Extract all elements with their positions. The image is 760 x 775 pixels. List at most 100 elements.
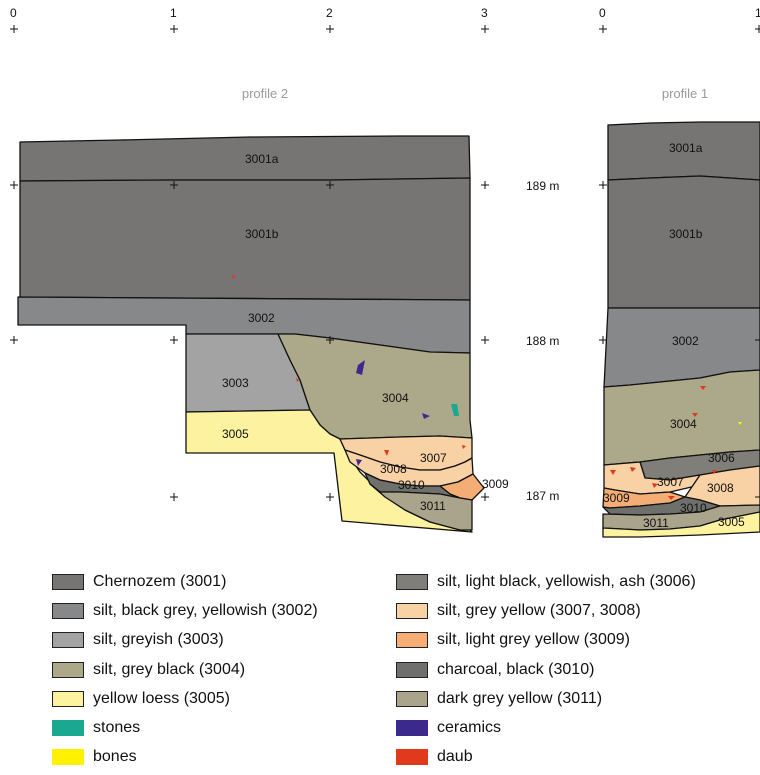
profile2 bbox=[17, 135, 485, 533]
p2-label-3011: 3011 bbox=[420, 499, 446, 513]
profile1-title: profile 1 bbox=[662, 86, 708, 101]
legend-swatch bbox=[52, 749, 84, 765]
legend-item: silt, grey yellow (3007, 3008) bbox=[396, 601, 641, 621]
legend-swatch bbox=[52, 574, 84, 590]
legend-label: ceramics bbox=[437, 719, 502, 736]
scale-tick-p1-0: 0 bbox=[599, 6, 606, 20]
scale-bar-profile2: 0 1 2 3 0 1 bbox=[10, 6, 760, 33]
p1-label-3005: 3005 bbox=[718, 515, 745, 529]
legend-item: stones bbox=[52, 718, 140, 738]
legend-swatch bbox=[396, 662, 428, 678]
layer-3011 bbox=[369, 483, 473, 531]
ceramics-find bbox=[356, 360, 365, 375]
p1-label-3002: 3002 bbox=[672, 334, 699, 348]
legend-swatch bbox=[52, 720, 84, 736]
legend-swatch bbox=[396, 691, 428, 707]
legend-swatch bbox=[396, 749, 428, 765]
profile2-finds bbox=[232, 275, 466, 466]
profile1-finds bbox=[610, 386, 742, 500]
legend-item: silt, grey black (3004) bbox=[52, 660, 245, 680]
legend-item: charcoal, black (3010) bbox=[396, 660, 594, 680]
p1-label-3010: 3010 bbox=[680, 501, 707, 515]
legend-label: silt, light grey yellow (3009) bbox=[437, 631, 630, 648]
legend-label: silt, grey black (3004) bbox=[93, 661, 246, 678]
legend-item: dark grey yellow (3011) bbox=[396, 689, 602, 709]
p1-label-3004: 3004 bbox=[670, 417, 697, 431]
profile-drawing: 0 1 2 3 0 1 profile 2 profile 1 bbox=[10, 6, 760, 538]
daub-find bbox=[668, 496, 675, 500]
legend-label: daub bbox=[437, 748, 473, 765]
legend-label: silt, grey yellow (3007, 3008) bbox=[437, 602, 641, 619]
stones-find bbox=[451, 404, 459, 416]
legend-label: Chernozem (3001) bbox=[93, 573, 227, 590]
p2-label-3004: 3004 bbox=[382, 391, 409, 405]
legend-item: daub bbox=[396, 747, 473, 767]
legend-label: yellow loess (3005) bbox=[93, 690, 230, 707]
scale-tick-p1-1: 1 bbox=[755, 6, 760, 20]
p2-label-3002: 3002 bbox=[248, 311, 275, 325]
daub-find bbox=[296, 378, 299, 382]
legend-label: dark grey yellow (3011) bbox=[437, 690, 603, 707]
daub-find bbox=[462, 445, 466, 449]
p1-label-3009: 3009 bbox=[603, 491, 630, 505]
daub-find bbox=[630, 467, 636, 472]
legend-swatch bbox=[52, 662, 84, 678]
daub-find bbox=[610, 470, 616, 475]
legend-label: charcoal, black (3010) bbox=[437, 661, 595, 678]
elevation-187: 187 m bbox=[526, 489, 559, 503]
p2-label-3009: 3009 bbox=[482, 477, 509, 491]
legend-item: silt, light black, yellowish, ash (3006) bbox=[396, 572, 696, 592]
p2-label-3001a: 3001a bbox=[245, 152, 279, 166]
scale-tick-0: 0 bbox=[10, 6, 17, 20]
legend-label: bones bbox=[93, 748, 137, 765]
scale-tick-2: 2 bbox=[326, 6, 333, 20]
legend-item: ceramics bbox=[396, 718, 501, 738]
grid-crosses bbox=[10, 181, 760, 501]
p2-label-3010: 3010 bbox=[398, 478, 425, 492]
legend-swatch bbox=[52, 603, 84, 619]
profile1 bbox=[602, 121, 760, 538]
profile2-title: profile 2 bbox=[242, 86, 288, 101]
p2-label-3005: 3005 bbox=[222, 427, 249, 441]
p2-label-3003: 3003 bbox=[222, 376, 249, 390]
legend-item: Chernozem (3001) bbox=[52, 572, 226, 592]
daub-find bbox=[712, 470, 717, 474]
p2-label-3007: 3007 bbox=[420, 451, 447, 465]
p1-label-3007: 3007 bbox=[657, 475, 684, 489]
scale-tick-3: 3 bbox=[481, 6, 488, 20]
legend-swatch bbox=[396, 603, 428, 619]
legend-swatch bbox=[396, 574, 428, 590]
legend-item: bones bbox=[52, 747, 137, 767]
legend-label: silt, black grey, yellowish (3002) bbox=[93, 602, 318, 619]
legend-swatch bbox=[396, 720, 428, 736]
legend-label: silt, greyish (3003) bbox=[93, 631, 224, 648]
p2-label-3001b: 3001b bbox=[245, 227, 279, 241]
legend-item: yellow loess (3005) bbox=[52, 689, 230, 709]
scale-tick-1: 1 bbox=[170, 6, 177, 20]
ceramics-find bbox=[356, 459, 362, 466]
legend-swatch bbox=[52, 691, 84, 707]
p1-label-3011: 3011 bbox=[643, 516, 669, 530]
legend-item: silt, greyish (3003) bbox=[52, 630, 224, 650]
legend-item: silt, light grey yellow (3009) bbox=[396, 630, 630, 650]
daub-find bbox=[384, 450, 389, 456]
legend-label: silt, light black, yellowish, ash (3006) bbox=[437, 573, 696, 590]
p1-label-3008: 3008 bbox=[707, 481, 734, 495]
elevation-189: 189 m bbox=[526, 179, 559, 193]
daub-find bbox=[232, 275, 236, 279]
legend-swatch bbox=[396, 632, 428, 648]
p1-label-3001a: 3001a bbox=[669, 141, 703, 155]
elevation-188: 188 m bbox=[526, 334, 559, 348]
legend-swatch bbox=[52, 632, 84, 648]
daub-find bbox=[692, 413, 698, 417]
bones-find bbox=[738, 422, 742, 425]
layer-3005 bbox=[602, 511, 760, 538]
p1-label-3001b: 3001b bbox=[669, 227, 703, 241]
daub-find bbox=[700, 386, 706, 390]
daub-find bbox=[652, 483, 658, 488]
legend-label: stones bbox=[93, 719, 141, 736]
p2-label-3008: 3008 bbox=[380, 462, 407, 476]
ceramics-find bbox=[422, 413, 430, 419]
legend-item: silt, black grey, yellowish (3002) bbox=[52, 601, 318, 621]
